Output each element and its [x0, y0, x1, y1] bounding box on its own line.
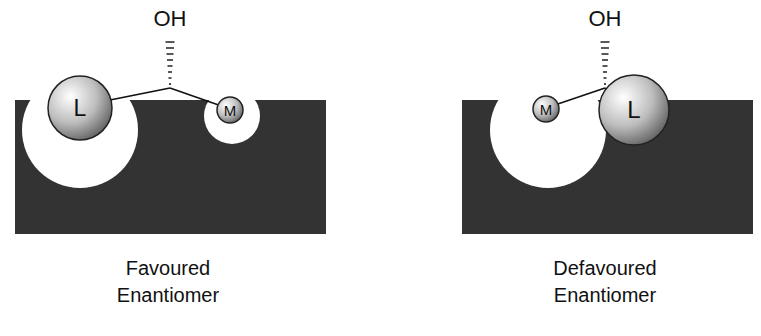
substituent-sphere: M	[532, 95, 560, 123]
substituent-sphere: M	[216, 96, 244, 124]
substituent-letter: L	[598, 74, 670, 146]
large-pocket	[490, 72, 606, 188]
substituent-letter: M	[532, 95, 560, 123]
substituent-sphere: L	[598, 74, 670, 146]
substituent-letter: L	[47, 75, 113, 141]
hydroxyl-group: OH	[575, 4, 635, 34]
hashed-wedge	[601, 42, 610, 84]
hydroxyl-group: OH	[140, 4, 200, 34]
substituent-sphere: L	[47, 75, 113, 141]
large-pocket	[22, 72, 138, 188]
small-pocket	[204, 88, 260, 144]
substituent-letter: M	[216, 96, 244, 124]
caption-text: Defavoured Enantiomer	[546, 255, 664, 309]
caption-text: Favoured Enantiomer	[109, 255, 227, 309]
hashed-wedge	[166, 42, 175, 84]
